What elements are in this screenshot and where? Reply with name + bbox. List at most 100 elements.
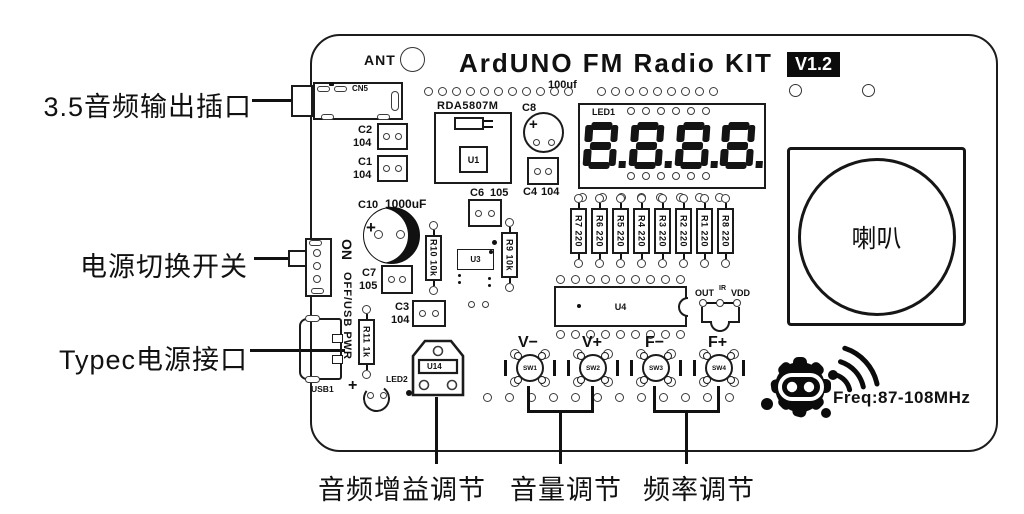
ir-pad	[733, 299, 741, 307]
via-pad	[482, 301, 489, 308]
resistor-r2: R2 220	[675, 194, 692, 268]
u4-pads-top	[556, 275, 685, 284]
ir-vdd-label: VDD	[731, 288, 751, 298]
callout-gain: 音频增益调节	[318, 475, 486, 505]
c8-ref: C8	[522, 102, 537, 114]
u4-body: U4	[554, 286, 688, 327]
u4-pin1-dot	[577, 304, 581, 308]
switch-off-label: OFF/USB PWR	[341, 272, 353, 360]
tuner-chip-ref: U1	[467, 154, 480, 165]
c8-pad	[533, 139, 540, 146]
c1-value: 104	[353, 169, 372, 181]
top-pad-row-right	[597, 87, 718, 96]
c10-pad	[396, 230, 405, 239]
c7-ref: C7	[362, 267, 377, 279]
switch-pin	[313, 249, 321, 257]
c8-value: 100uf	[548, 79, 577, 91]
callout-volume: 音量调节	[510, 475, 622, 505]
freq-bracket-r	[717, 386, 720, 413]
led1-ref: LED1	[592, 107, 616, 117]
c7-body	[381, 265, 413, 294]
seven-segment-digit	[628, 122, 672, 169]
tuner-chip: U1	[459, 146, 488, 173]
c2-body	[377, 123, 408, 150]
led2-pin	[380, 392, 387, 399]
btn-fminus-label: F−	[645, 334, 665, 351]
callout-frequency: 频率调节	[643, 475, 755, 505]
button-sw3: SW3	[626, 340, 686, 396]
c3-value: 104	[391, 314, 410, 326]
resistor-r9: R9 10k	[501, 218, 518, 292]
c7-value: 105	[359, 280, 378, 292]
c1-body	[377, 155, 408, 182]
c8-body	[523, 112, 564, 153]
usb-label: USB1	[311, 384, 334, 394]
callout-audio-jack: 3.5音频输出插口	[43, 92, 252, 122]
u3-dot	[488, 277, 491, 280]
resistor-r6: R6 220	[591, 194, 608, 268]
c1-ref: C1	[358, 156, 373, 168]
version-badge: V1.2	[787, 52, 840, 77]
speaker-label: 喇叭	[851, 224, 902, 253]
freq-stem	[685, 410, 688, 464]
vol-stem	[559, 410, 562, 464]
btn-vminus-label: V−	[518, 334, 539, 351]
usb-pad	[332, 355, 343, 364]
vol-bracket-r	[591, 386, 594, 413]
resistor-r3: R3 220	[654, 194, 671, 268]
u14-dot	[406, 390, 412, 396]
callout-typec: Typec电源接口	[58, 345, 248, 375]
bottom-pad-row	[483, 393, 734, 402]
switch-pin	[313, 262, 321, 270]
resistor-r4: R4 220	[633, 194, 650, 268]
button-sw1: SW1	[500, 340, 560, 396]
tuner-crystal	[454, 117, 484, 130]
resistor-r11: R11 1k	[358, 305, 375, 379]
crystal-pin	[484, 120, 493, 122]
c2-value: 104	[353, 137, 372, 149]
cn5-pad	[321, 114, 334, 120]
u3-body: U3	[457, 249, 494, 270]
top-pad-row-left	[424, 87, 573, 96]
button-sw2: SW2	[563, 340, 623, 396]
c8-pad	[548, 139, 555, 146]
signal-waves-icon	[833, 345, 880, 393]
audio-jack-stub	[291, 85, 313, 117]
usb-pad	[305, 315, 320, 322]
u4-notch	[678, 296, 688, 317]
u14-trimmer	[411, 339, 465, 397]
c4-body	[527, 157, 559, 185]
switch-pad	[311, 288, 324, 294]
switch-pin	[313, 275, 321, 283]
cn5-pad	[391, 91, 399, 111]
u3-dot	[488, 284, 491, 287]
u3-dot	[458, 281, 461, 284]
mount-pad-1	[789, 84, 802, 97]
led2-pin	[367, 392, 374, 399]
seven-segment-digit	[674, 122, 718, 169]
crystal-pin	[484, 126, 493, 128]
switch-on-label: ON	[339, 239, 355, 260]
freq-bracket-l	[653, 386, 656, 413]
resistor-r1: R1 220	[696, 194, 713, 268]
cn5-label: CN5	[352, 84, 369, 93]
vol-bracket-l	[527, 386, 530, 413]
u4-pads-bottom	[556, 330, 685, 339]
cn5-pad	[334, 86, 347, 92]
u3-dot	[458, 274, 461, 277]
c6-body	[468, 199, 502, 227]
u3-dot	[492, 240, 497, 245]
c10-pad	[374, 230, 383, 239]
callout-audio-line	[252, 99, 294, 102]
usb-pad	[332, 334, 343, 343]
cn5-pad	[377, 114, 390, 120]
resistor-r8: R8 220	[717, 194, 734, 268]
btn-vplus-label: V+	[582, 334, 603, 351]
cn5-pad	[317, 86, 330, 92]
ir-ir-label: IR	[719, 285, 726, 292]
switch-header	[305, 238, 332, 297]
robot-gear-icon	[761, 357, 838, 418]
btn-fplus-label: F+	[708, 334, 728, 351]
resistor-r10: R10 10k	[425, 221, 442, 295]
ant-pad	[400, 47, 425, 72]
